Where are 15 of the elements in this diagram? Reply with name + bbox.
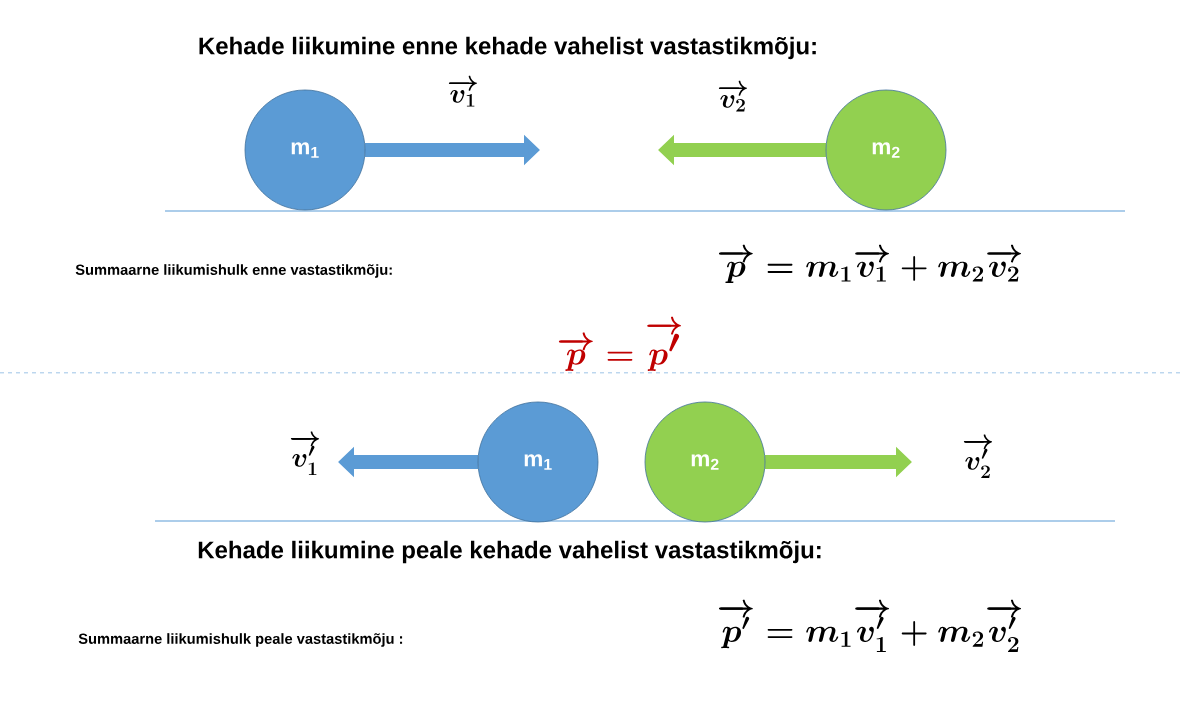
formula: $\overrightarrow{v'_2}$ xyxy=(963,434,993,478)
label: Summaarne liikumishulk peale vastastikmõju : xyxy=(78,633,403,647)
ball: m$_{1}$ xyxy=(477,401,599,523)
formula: $\overrightarrow{v_2}$ xyxy=(718,80,748,112)
ball: m$_{2}$ xyxy=(644,401,766,523)
formula: $\overrightarrow{v_1}$ xyxy=(448,75,478,107)
formula: $\overrightarrow{p'}=m_1\overrightarrow{v'_1}+m_2\overrightarrow{v'_2}$ xyxy=(718,599,1022,652)
ball: m$_{2}$ xyxy=(825,89,947,211)
ball: m$_{1}$ xyxy=(244,89,366,211)
formula: $\overrightarrow{p}=m_1\overrightarrow{v_1}+m_2\overrightarrow{v_2}$ xyxy=(718,244,1022,284)
heading: Kehade liikumine peale kehade vahelist vastastikmõju: xyxy=(198,540,821,564)
formula: $\overrightarrow{p}=\overrightarrow{p'}$ xyxy=(558,316,682,371)
formula: $\overrightarrow{v'_1}$ xyxy=(290,431,320,475)
heading: Kehade liikumine enne kehade vahelist vastastikmõju: xyxy=(199,36,816,60)
label: Summaarne liikumishulk enne vastastikmõju: xyxy=(75,264,392,278)
